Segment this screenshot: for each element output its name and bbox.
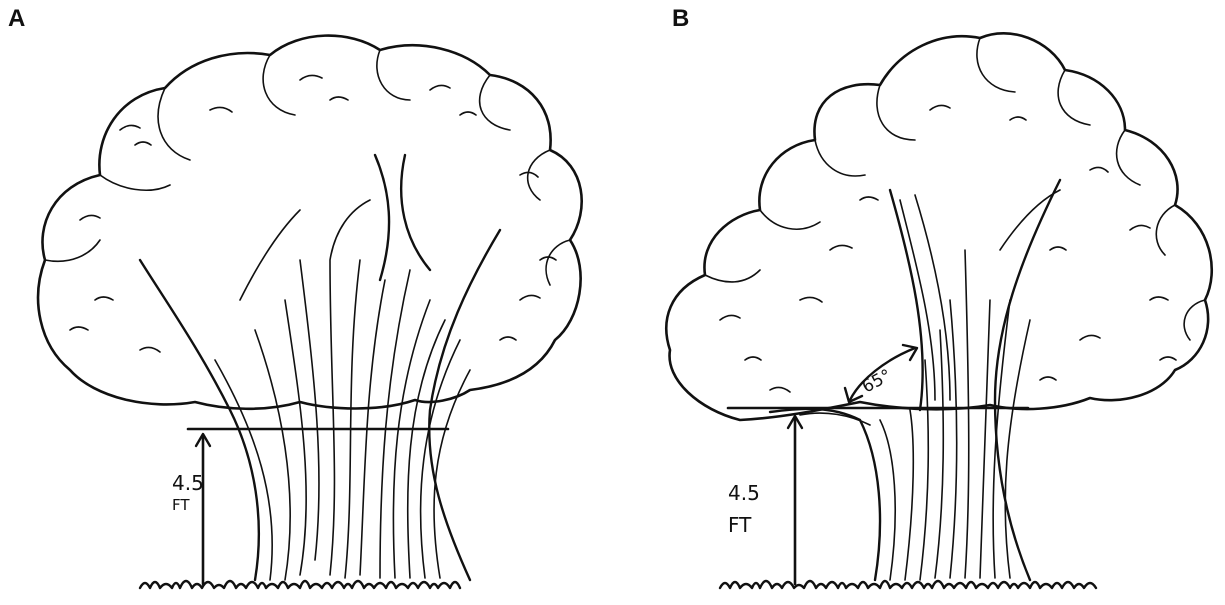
panel-b-label: B xyxy=(672,5,689,32)
panel-b-trunk-left-outline xyxy=(770,409,880,580)
panel-a-grass xyxy=(140,581,460,588)
panel-b-grass xyxy=(720,581,1096,588)
panel-a: A 4.5 FT xyxy=(8,5,582,588)
panel-a-height-unit: FT xyxy=(172,496,190,514)
panel-b-height-value: 4.5 xyxy=(728,481,760,505)
panel-a-canopy xyxy=(38,36,582,409)
panel-a-height-value: 4.5 xyxy=(172,471,204,495)
panel-b-height-unit: FT xyxy=(728,513,752,537)
panel-a-label: A xyxy=(8,5,25,32)
panel-b-canopy xyxy=(666,33,1211,420)
panel-b: B 65° 4.5 FT xyxy=(666,5,1211,588)
